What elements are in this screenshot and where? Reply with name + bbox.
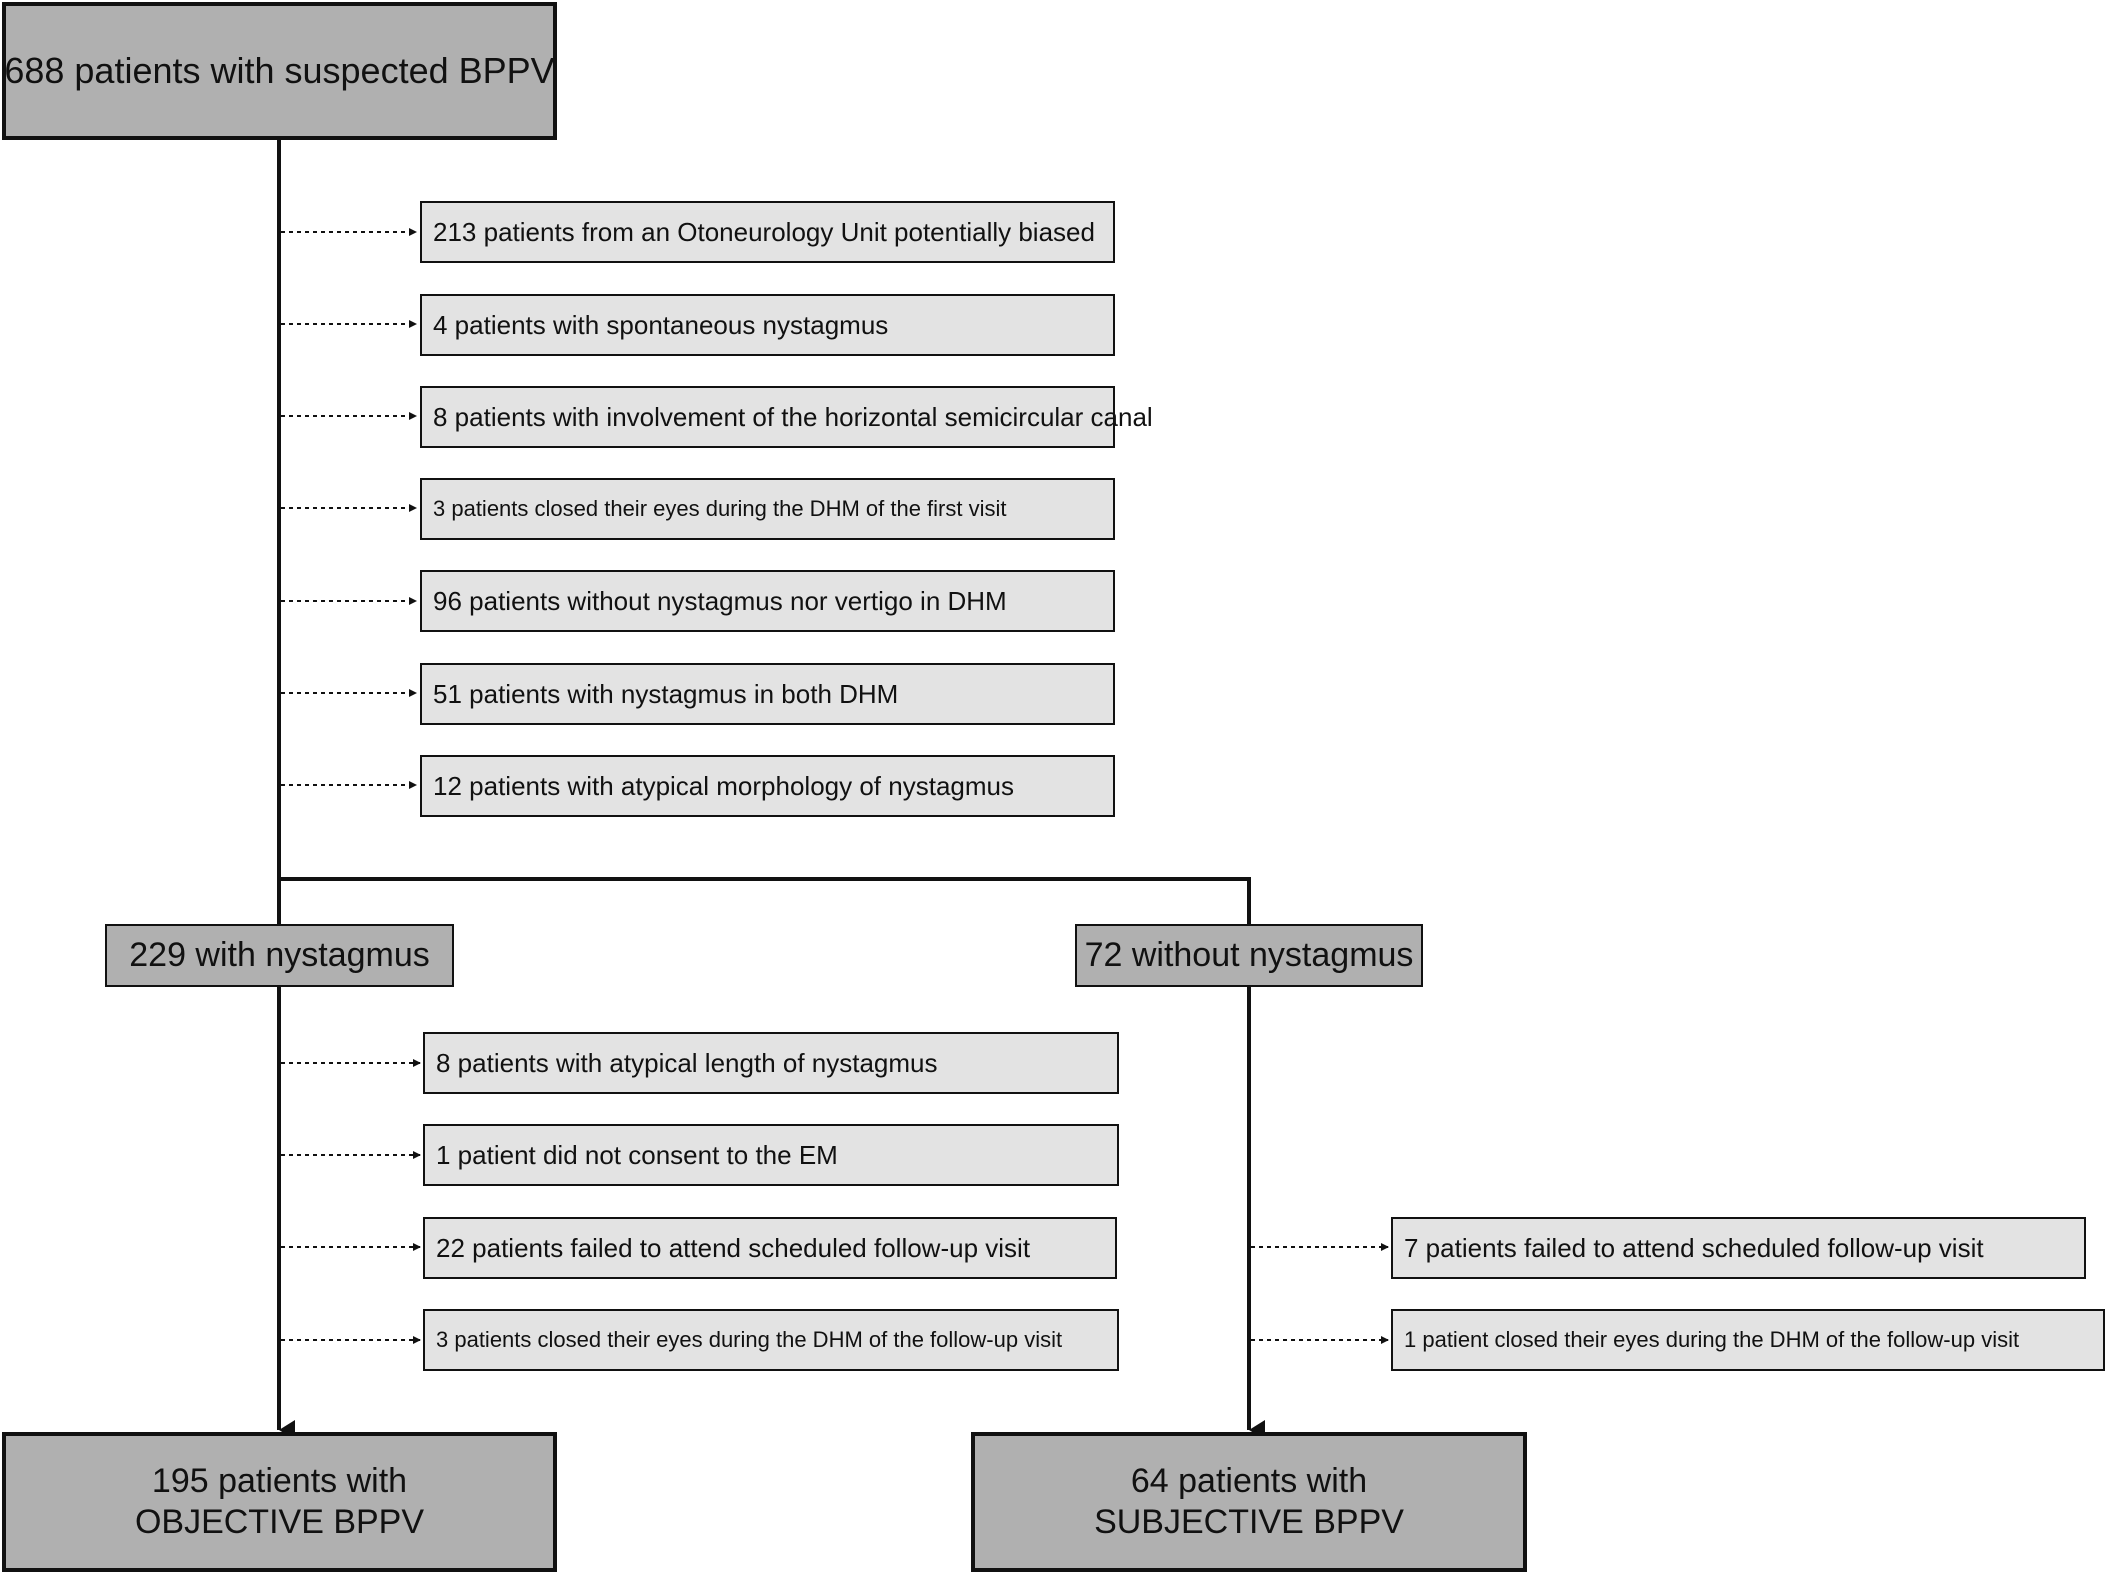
exclusion-label: 22 patients failed to attend scheduled f… <box>436 1232 1031 1263</box>
exclusion-box: 1 patient did not consent to the EM <box>423 1124 1119 1186</box>
exclusion-label: 3 patients closed their eyes during the … <box>433 496 1007 521</box>
exclusion-label: 4 patients with spontaneous nystagmus <box>433 309 889 340</box>
result-text: 64 patients with SUBJECTIVE BPPV <box>1094 1461 1404 1544</box>
start-box-label: 688 patients with suspected BPPV <box>4 50 555 91</box>
exclusion-label: 8 patients with involvement of the horiz… <box>433 401 1153 432</box>
result-line2: SUBJECTIVE BPPV <box>1094 1503 1404 1541</box>
exclusion-arrows-initial <box>281 228 417 789</box>
branch-label: 229 with nystagmus <box>129 936 430 974</box>
result-box-subjective: 64 patients with SUBJECTIVE BPPV <box>971 1432 1527 1572</box>
exclusion-box: 4 patients with spontaneous nystagmus <box>420 294 1115 356</box>
start-box: 688 patients with suspected BPPV <box>2 2 557 140</box>
exclusion-box: 3 patients closed their eyes during the … <box>420 478 1115 540</box>
exclusion-label: 213 patients from an Otoneurology Unit p… <box>433 216 1095 247</box>
exclusion-label: 12 patients with atypical morphology of … <box>433 770 1014 801</box>
result-box-objective: 195 patients with OBJECTIVE BPPV <box>2 1432 557 1572</box>
exclusion-box: 8 patients with involvement of the horiz… <box>420 386 1153 448</box>
exclusion-box: 213 patients from an Otoneurology Unit p… <box>420 201 1115 263</box>
exclusion-label: 51 patients with nystagmus in both DHM <box>433 678 899 709</box>
exclusion-label: 8 patients with atypical length of nysta… <box>436 1047 938 1078</box>
exclusion-box: 12 patients with atypical morphology of … <box>420 755 1115 817</box>
exclusion-arrows-left <box>281 1059 421 1344</box>
branch-label: 72 without nystagmus <box>1084 936 1414 974</box>
exclusion-label: 1 patient closed their eyes during the D… <box>1404 1327 2020 1352</box>
branch-box-with-nystagmus: 229 with nystagmus <box>105 924 454 987</box>
result-text: 195 patients with OBJECTIVE BPPV <box>135 1461 424 1544</box>
exclusion-box: 8 patients with atypical length of nysta… <box>423 1032 1119 1094</box>
exclusion-label: 7 patients failed to attend scheduled fo… <box>1404 1232 1984 1263</box>
exclusion-label: 3 patients closed their eyes during the … <box>436 1327 1063 1352</box>
exclusion-label: 96 patients without nystagmus nor vertig… <box>433 585 1007 616</box>
exclusion-box: 96 patients without nystagmus nor vertig… <box>420 570 1115 632</box>
branch-box-without-nystagmus: 72 without nystagmus <box>1075 924 1423 987</box>
exclusion-box: 7 patients failed to attend scheduled fo… <box>1391 1217 2086 1279</box>
exclusion-arrows-right <box>1251 1243 1389 1344</box>
result-line1: 64 patients with <box>1130 1461 1368 1500</box>
exclusion-box: 1 patient closed their eyes during the D… <box>1391 1309 2105 1371</box>
result-line2: OBJECTIVE BPPV <box>134 1503 425 1541</box>
result-line1: 195 patients with <box>151 1461 408 1500</box>
exclusion-box: 51 patients with nystagmus in both DHM <box>420 663 1115 725</box>
exclusion-box: 22 patients failed to attend scheduled f… <box>423 1217 1117 1279</box>
exclusion-box: 3 patients closed their eyes during the … <box>423 1309 1119 1371</box>
exclusion-label: 1 patient did not consent to the EM <box>436 1139 838 1170</box>
